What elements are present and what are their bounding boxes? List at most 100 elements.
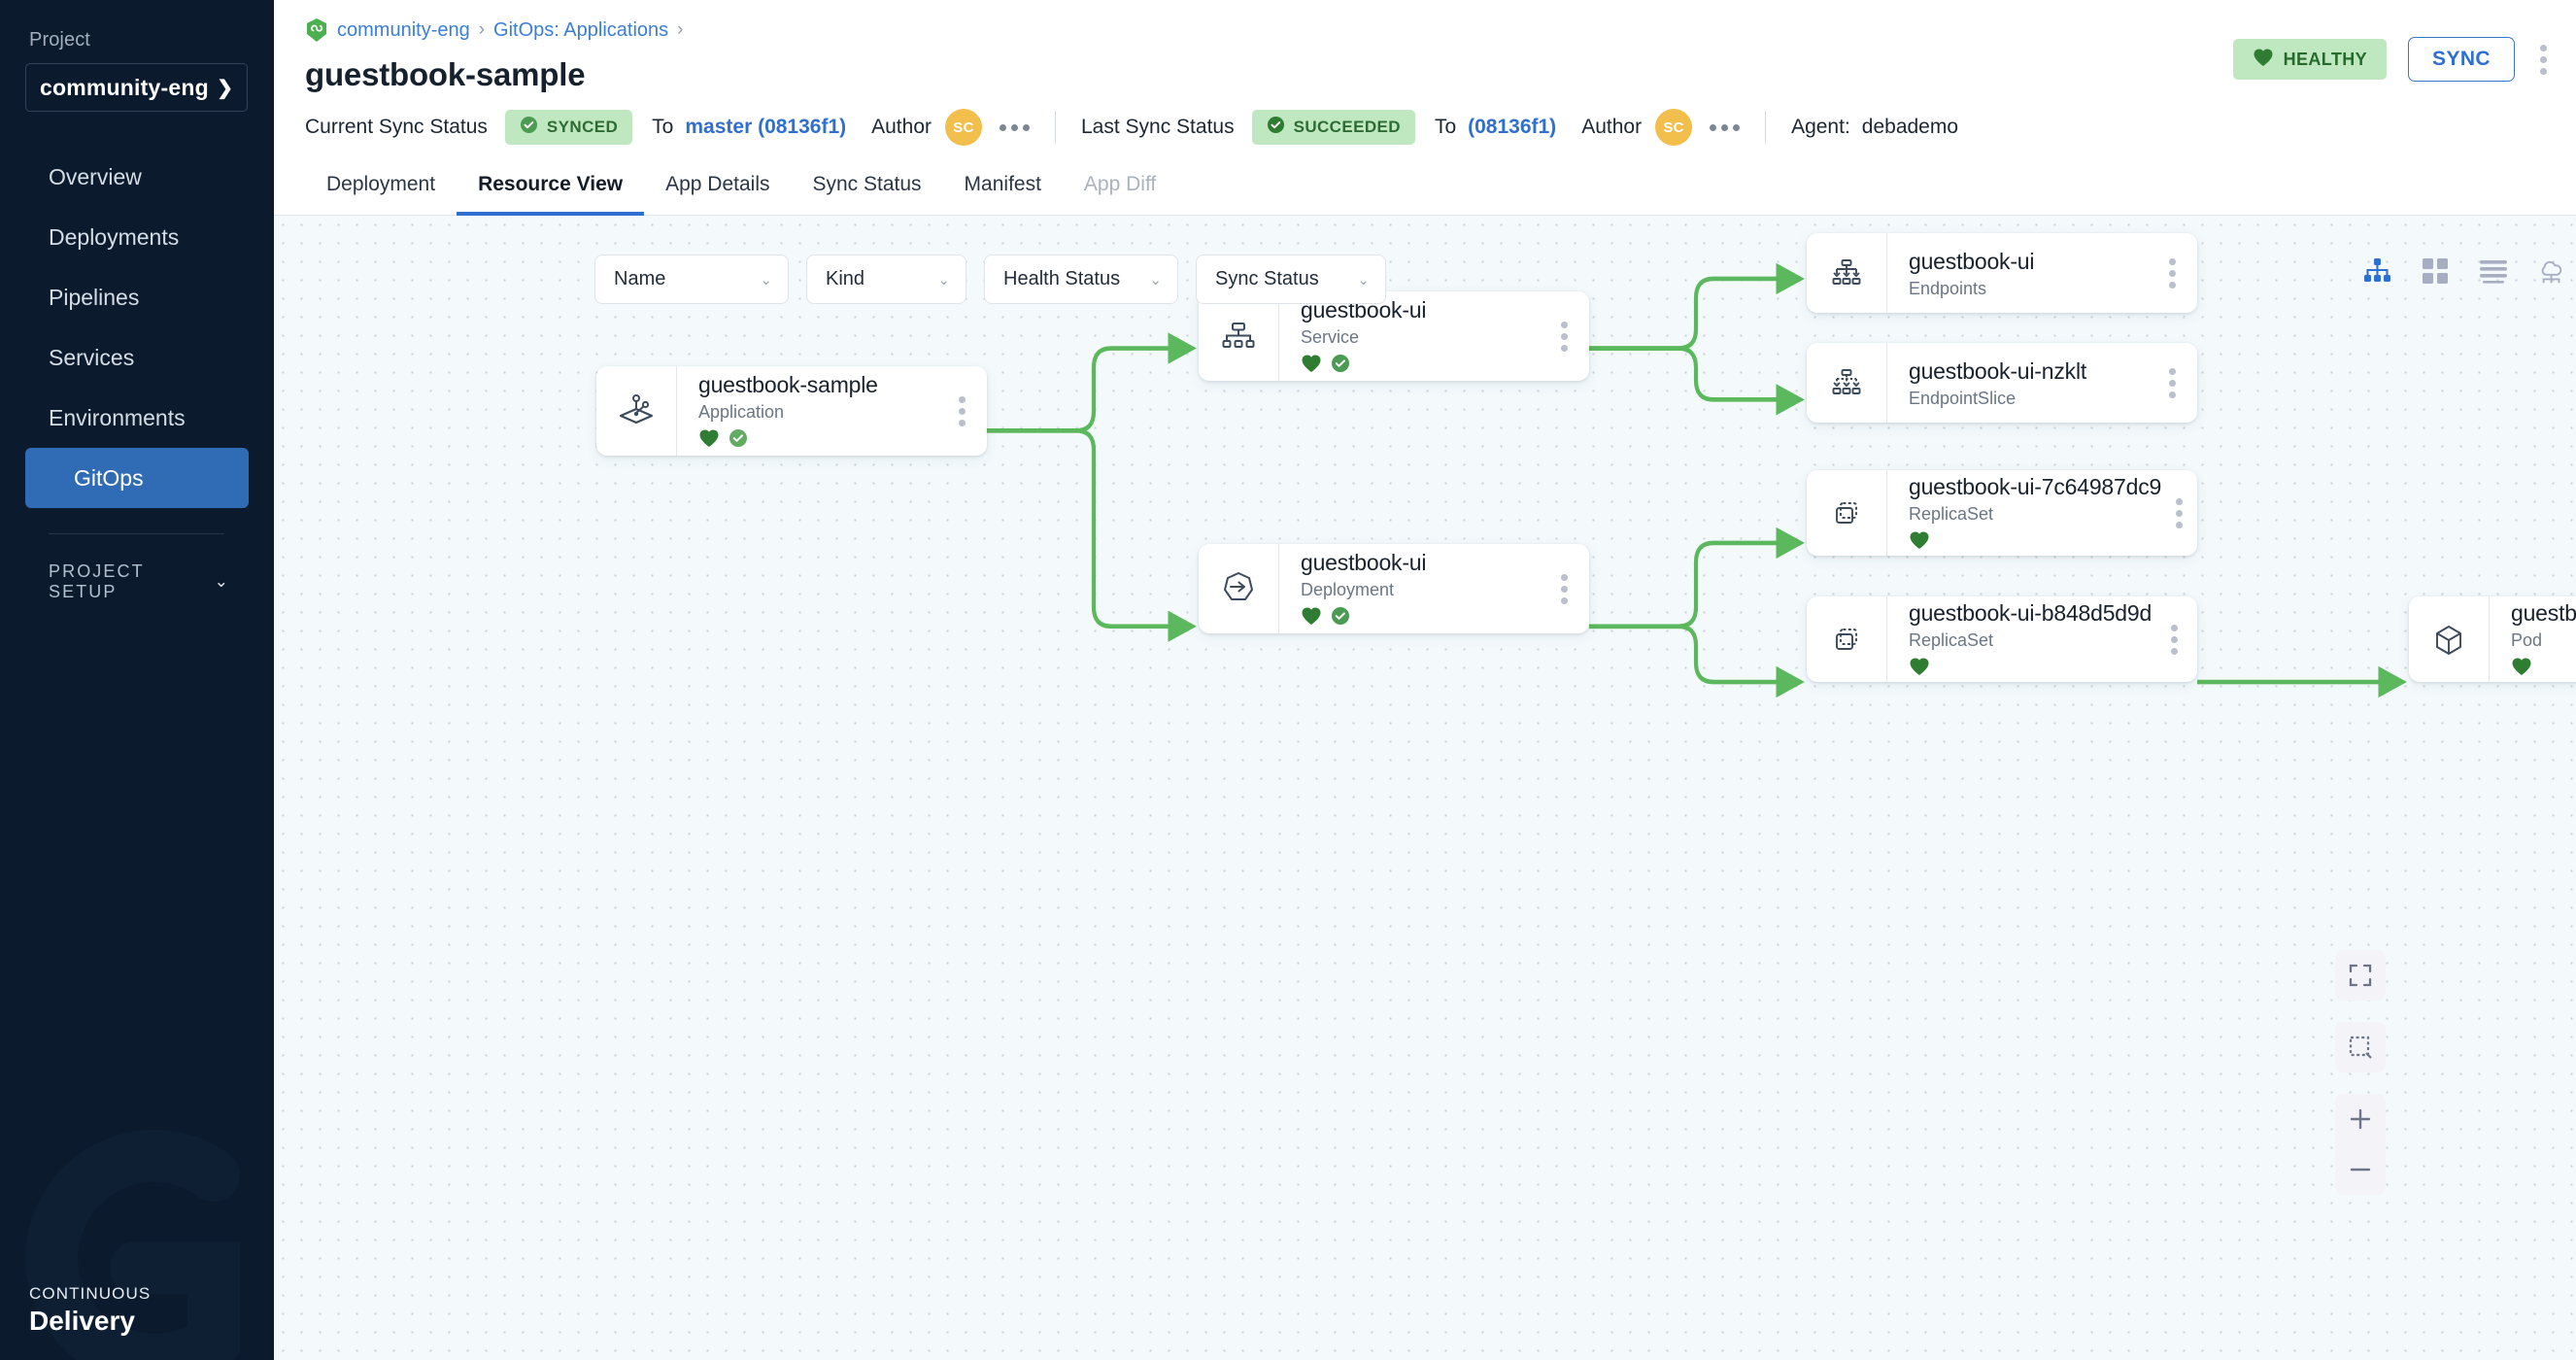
sidebar-divider [49,533,224,534]
tab-resource-view[interactable]: Resource View [457,163,645,216]
check-circle-icon [729,428,748,453]
agent-label: Agent: [1791,116,1850,138]
project-selector[interactable]: community-eng ❯ [25,63,248,112]
sidebar: Project community-eng ❯ Overview Deploym… [0,0,274,1360]
page-header: community-eng › GitOps: Applications › g… [274,0,2576,93]
last-sync-more-icon[interactable] [1710,123,1741,131]
sidebar-item-services[interactable]: Services [0,327,273,388]
chevron-right-icon: ❯ [217,77,233,99]
heart-icon [1909,657,1930,681]
sidebar-item-deployments[interactable]: Deployments [0,207,273,267]
filter-label: Health Status [1003,268,1121,289]
current-sync-more-icon[interactable] [1000,123,1030,131]
node-status-icons [1301,606,1539,629]
graph-node-deployment[interactable]: guestbook-ui Deployment [1199,544,1589,633]
node-status-icons [698,428,936,452]
filter-label: Name [614,268,666,289]
graph-node-application[interactable]: guestbook-sample Application [596,366,987,456]
zoom-in-out-group [2335,1094,2386,1195]
brand-line-2: Delivery [29,1306,135,1336]
heart-icon [1909,530,1930,555]
sync-status-bar: Current Sync Status SYNCED To master (08… [274,93,2576,163]
filter-label: Sync Status [1215,268,1319,289]
sidebar-item-label: GitOps [74,464,144,491]
tree-view-icon[interactable] [2362,256,2391,286]
check-circle-icon [520,116,538,139]
zoom-controls [2335,950,2386,1195]
sidebar-item-label: Environments [49,404,186,430]
breadcrumb-separator: › [478,19,486,40]
sidebar-item-overview[interactable]: Overview [0,147,273,207]
node-kind: Service [1301,327,1360,347]
chevron-down-icon: ⌄ [214,572,230,591]
tab-app-details[interactable]: App Details [665,173,770,195]
current-sync-status-badge: SYNCED [504,110,633,145]
grid-view-icon[interactable] [2421,256,2450,286]
selection-box-button[interactable] [2335,1022,2386,1072]
sidebar-item-environments[interactable]: Environments [0,388,273,448]
status-badge-label: HEALTHY [2283,49,2368,69]
node-more-menu-icon[interactable] [1539,291,1589,381]
filter-name[interactable]: Name ⌄ [594,255,789,304]
node-more-menu-icon[interactable] [2161,470,2197,556]
current-sync-status-value: SYNCED [546,118,619,136]
node-more-menu-icon[interactable] [936,366,987,456]
node-name: guestbook-ui-b848d5d9d [1909,600,2152,626]
last-sync-status-label: Last Sync Status [1081,116,1235,138]
tab-app-diff: App Diff [1083,173,1157,195]
breadcrumb-item-applications[interactable]: GitOps: Applications [493,18,669,41]
node-more-menu-icon[interactable] [2147,343,2197,423]
node-kind: Pod [2511,630,2543,650]
last-revision-link[interactable]: (08136f1) [1468,116,1557,138]
node-kind: EndpointSlice [1909,389,2017,408]
list-view-icon[interactable] [2479,256,2508,286]
network-view-icon[interactable] [2537,256,2566,286]
node-more-menu-icon[interactable] [2152,596,2197,682]
zoom-in-button[interactable] [2335,1094,2386,1144]
breadcrumb-item-project[interactable]: community-eng [337,18,470,41]
fit-screen-button[interactable] [2335,950,2386,1001]
avatar: SC [945,109,982,146]
filter-sync-status[interactable]: Sync Status ⌄ [1196,255,1386,304]
chevron-down-icon: ⌄ [1149,271,1162,289]
node-kind: ReplicaSet [1909,630,1994,650]
status-badge-health: HEALTHY [2232,39,2388,80]
graph-node-pod[interactable]: guestbook-ui-b848d5d9… Pod [2409,596,2576,682]
view-toggle-group [2362,256,2566,286]
brand-logo: CONTINUOUS Delivery [29,1284,151,1337]
node-more-menu-icon[interactable] [2147,233,2197,313]
heart-icon [1301,354,1322,378]
sidebar-item-pipelines[interactable]: Pipelines [0,267,273,327]
graph-node-endpointslice[interactable]: guestbook-ui-nzklt EndpointSlice [1807,343,2197,423]
tab-sync-status[interactable]: Sync Status [812,173,922,195]
graph-node-replicaset-2[interactable]: guestbook-ui-b848d5d9d ReplicaSet [1807,596,2197,682]
resource-graph-canvas[interactable]: Name ⌄ Kind ⌄ Health Status ⌄ Sync Statu… [274,216,2576,1360]
node-kind: Deployment [1301,580,1395,599]
graph-node-service[interactable]: guestbook-ui Service [1199,291,1589,381]
tab-manifest[interactable]: Manifest [964,173,1041,195]
sidebar-item-label: Overview [49,163,142,189]
breadcrumb: community-eng › GitOps: Applications › [305,17,2551,43]
current-sync-status-label: Current Sync Status [305,116,488,138]
sidebar-section-project-setup[interactable]: PROJECT SETUP ⌄ [0,561,273,602]
filter-health-status[interactable]: Health Status ⌄ [984,255,1178,304]
node-kind: ReplicaSet [1909,504,1994,524]
tab-deployment[interactable]: Deployment [326,173,436,195]
graph-node-endpoints[interactable]: guestbook-ui Endpoints [1807,233,2197,313]
filter-kind[interactable]: Kind ⌄ [806,255,966,304]
current-revision-link[interactable]: master (08136f1) [685,116,847,138]
project-name: community-eng [40,74,209,100]
heart-icon [2253,48,2274,72]
sidebar-item-gitops[interactable]: GitOps [25,448,249,508]
graph-node-replicaset-1[interactable]: guestbook-ui-7c64987dc9 ReplicaSet [1807,470,2197,556]
last-to-label: To [1434,116,1457,138]
node-more-menu-icon[interactable] [1539,544,1589,633]
project-label: Project [29,29,90,51]
project-badge-icon [305,17,328,43]
last-sync-status-badge: SUCCEEDED [1251,110,1415,145]
zoom-out-button[interactable] [2335,1144,2386,1195]
endpoints-icon [1807,233,1886,313]
sync-button[interactable]: SYNC [2408,37,2515,82]
replicaset-icon [1807,596,1886,682]
header-more-menu-icon[interactable] [2536,41,2551,79]
